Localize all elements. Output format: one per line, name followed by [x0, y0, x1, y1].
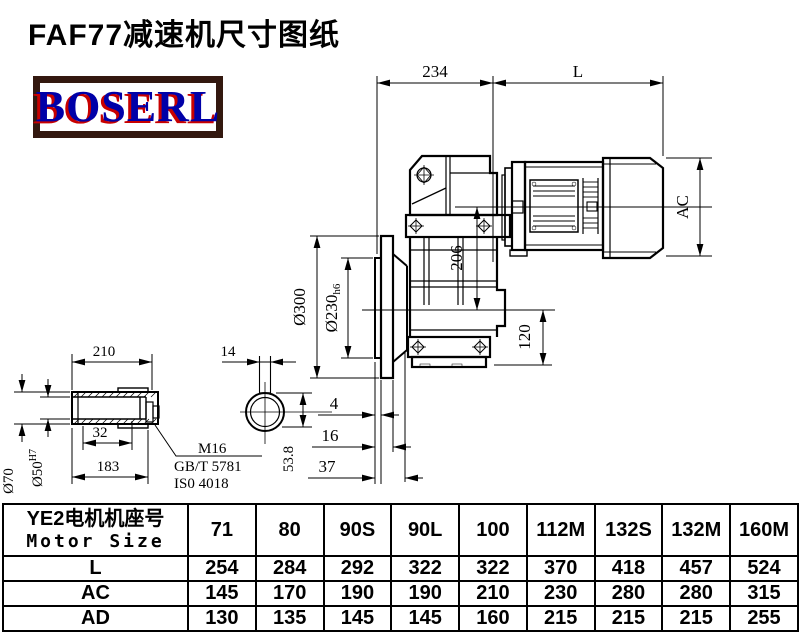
row-label-L: L	[2, 555, 189, 582]
table-cell: 230	[525, 580, 596, 607]
column-header-112M: 112M	[525, 503, 596, 557]
table-cell: 160	[458, 605, 528, 632]
brand-logo: BOSERL	[33, 76, 223, 138]
dim-16-label: 16	[322, 426, 339, 445]
table-cell: 135	[254, 605, 325, 632]
table-cell: 130	[187, 605, 257, 632]
dim-230-label: Ø230h6	[322, 283, 343, 332]
brand-logo-text: BOSERL	[35, 82, 221, 131]
dim-183-label: 183	[97, 459, 120, 475]
dim-50-tolerance: H7	[28, 449, 39, 461]
dim-50-value: Ø50	[30, 461, 46, 487]
dim-32-label: 32	[93, 425, 108, 441]
motor-size-header-en: Motor Size	[26, 531, 165, 553]
shaft-section-view: 210 Ø70 Ø50H7	[1, 344, 262, 494]
motor	[501, 156, 665, 260]
table-cell: 215	[661, 605, 732, 632]
table-cell: 255	[729, 605, 799, 632]
callout-m16: M16	[198, 441, 227, 457]
table-cell: 315	[729, 580, 799, 607]
column-header-132S: 132S	[593, 503, 664, 557]
dim-4-label: 4	[330, 394, 339, 413]
technical-drawing: 234 L AC 206 120	[1, 62, 712, 494]
column-header-90L: 90L	[390, 503, 461, 557]
dim-230-tolerance: h6	[331, 283, 343, 295]
table-cell: 215	[593, 605, 664, 632]
table-cell: 457	[661, 555, 732, 582]
table-cell: 292	[322, 555, 393, 582]
dim-L-label: L	[573, 62, 583, 81]
table-cell: 254	[187, 555, 257, 582]
fan-cover	[601, 156, 665, 260]
table-cell: 322	[390, 555, 461, 582]
output-flange	[374, 234, 408, 380]
dim-120-label: 120	[515, 324, 534, 350]
table-cell: 418	[593, 555, 664, 582]
column-header-80: 80	[254, 503, 325, 557]
callout-iso: IS0 4018	[174, 476, 229, 492]
dim-210-label: 210	[93, 344, 116, 360]
table-cell: 145	[187, 580, 257, 607]
dim-37-label: 37	[319, 457, 337, 476]
dimensions-end-view: 14 53.8	[221, 344, 312, 472]
table-cell: 280	[593, 580, 664, 607]
dimensions-front-view: 234 L AC 206 120	[290, 62, 712, 484]
table-cell: 210	[458, 580, 528, 607]
dim-14-label: 14	[221, 344, 237, 360]
dimensions-shaft-view: 210 Ø70 Ø50H7	[1, 344, 262, 494]
motor-size-header-cn: YE2电机机座号	[26, 508, 165, 531]
table-cell: 280	[661, 580, 732, 607]
table-cell: 170	[254, 580, 325, 607]
page-title: FAF77减速机尺寸图纸	[28, 19, 341, 52]
front-view: 234 L AC 206 120	[290, 62, 712, 484]
table-cell: 284	[254, 555, 325, 582]
dim-206-label: 206	[447, 245, 466, 271]
column-header-71: 71	[187, 503, 257, 557]
table-cell: 190	[322, 580, 393, 607]
dim-50-label: Ø50H7	[28, 449, 46, 487]
gearbox-housing	[404, 154, 512, 369]
shaft-end-view: 14 53.8	[221, 344, 332, 472]
table-cell: 322	[458, 555, 528, 582]
table-cell: 215	[525, 605, 596, 632]
column-header-100: 100	[458, 503, 528, 557]
dim-300-label: Ø300	[290, 288, 309, 326]
column-header-90S: 90S	[322, 503, 393, 557]
dim-230-value: Ø230	[322, 295, 341, 333]
table-cell: 370	[525, 555, 596, 582]
column-header-160M: 160M	[729, 503, 799, 557]
table-cell: 524	[729, 555, 799, 582]
dim-234-label: 234	[422, 62, 448, 81]
row-label-AD: AD	[2, 605, 189, 632]
column-header-132M: 132M	[661, 503, 732, 557]
table-cell: 190	[390, 580, 461, 607]
dim-53-8-label: 53.8	[281, 446, 297, 472]
dim-AC-label: AC	[673, 195, 692, 219]
row-label-AC: AC	[2, 580, 189, 607]
table-cell: 145	[390, 605, 461, 632]
callout-gbt: GB/T 5781	[174, 459, 242, 475]
dim-70-label: Ø70	[1, 468, 17, 494]
table-cell: 145	[322, 605, 393, 632]
